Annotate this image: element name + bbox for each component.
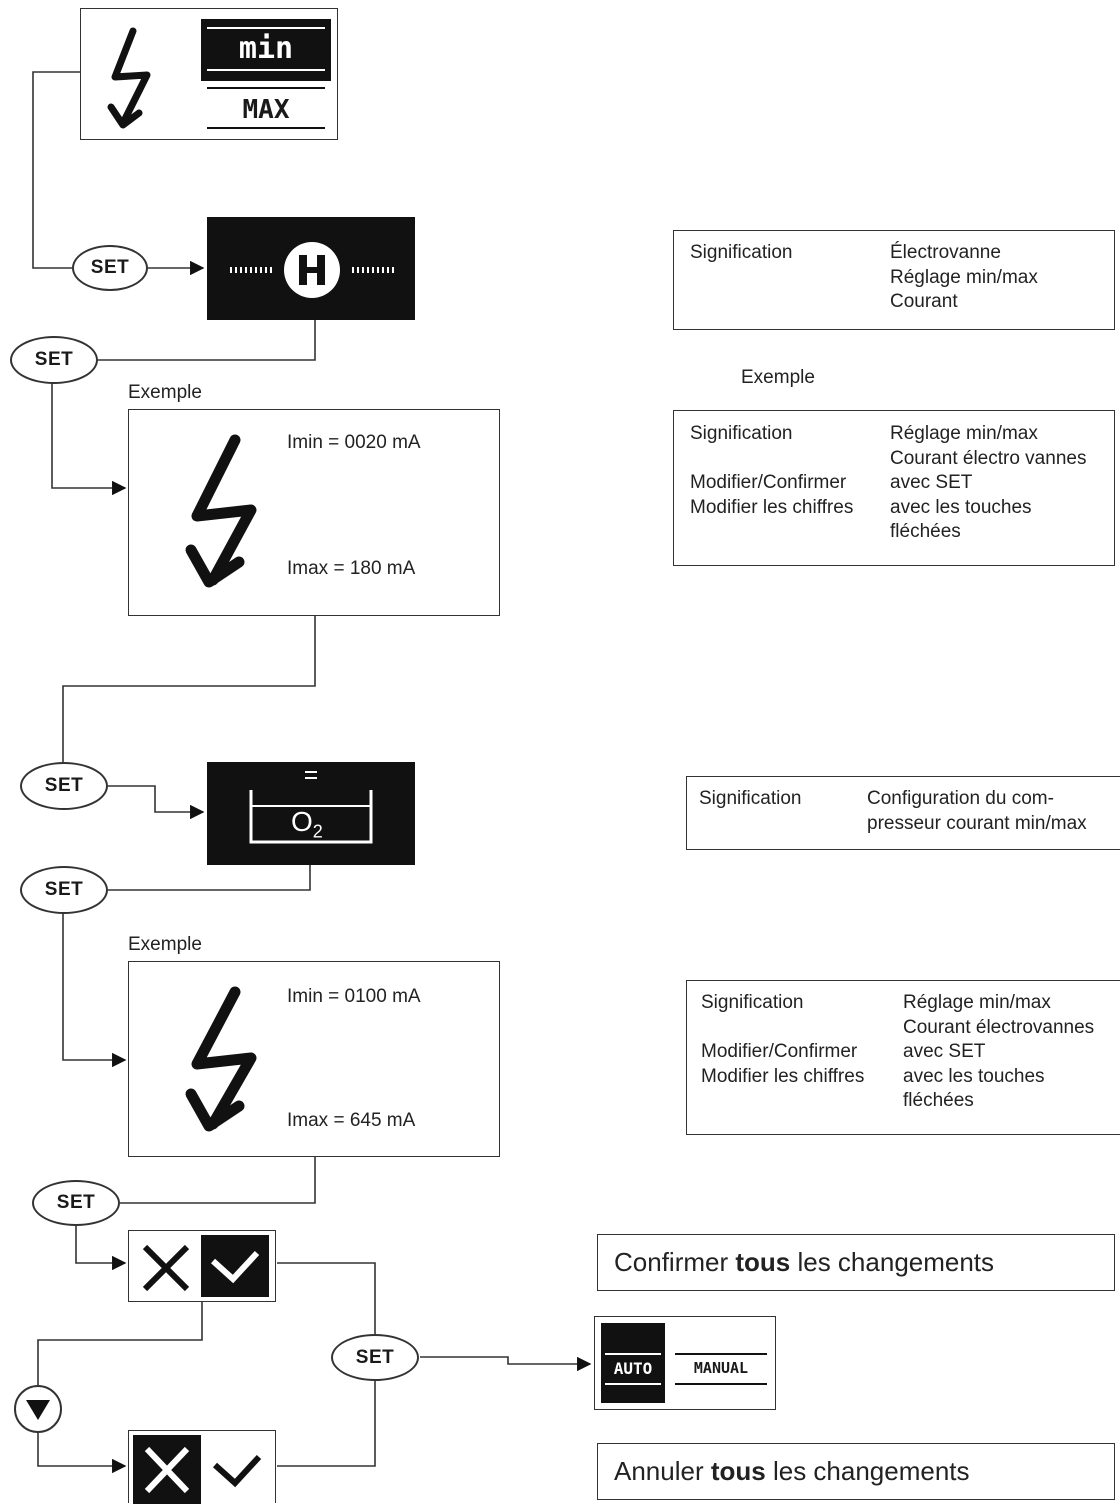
info-text: presseur courant min/max	[867, 812, 1087, 834]
check-icon[interactable]	[211, 1451, 263, 1489]
imax-value: Imax = 180 mA	[287, 558, 416, 579]
info-text: Courant électro vannes	[890, 447, 1087, 469]
set-button[interactable]: SET	[10, 336, 98, 384]
check-icon	[210, 1250, 260, 1284]
example-label: Exemple	[128, 382, 202, 403]
set-button[interactable]: SET	[331, 1334, 419, 1381]
cancel-x-button-selected[interactable]	[133, 1435, 201, 1504]
info-text: Réglage min/max	[903, 992, 1051, 1013]
connector-line	[108, 865, 311, 891]
info-box-example-2: Signification Modifier/Confirmer Modifie…	[686, 980, 1120, 1135]
info-label: Modifier/Confirmer	[701, 1041, 858, 1062]
confirm-text-post: les changements	[790, 1247, 995, 1277]
auto-manual-display: AUTO MANUAL	[594, 1316, 776, 1410]
current-lightning-icon	[185, 434, 257, 588]
cancel-text-pre: Annuler	[614, 1456, 711, 1486]
imin-value: Imin = 0020 mA	[287, 432, 421, 453]
info-text: avec les touches	[903, 1065, 1045, 1087]
cancel-selector	[128, 1430, 276, 1504]
confirm-text-bold: tous	[735, 1247, 791, 1277]
imax-value: Imax = 645 mA	[287, 1110, 416, 1131]
connector-line	[32, 71, 80, 269]
valve-display	[207, 217, 415, 320]
connector-line	[120, 1157, 316, 1204]
auto-label: AUTO	[613, 1359, 653, 1378]
minmax-display: min max	[80, 8, 338, 140]
info-text: Réglage min/max	[890, 266, 1038, 288]
info-text: avec SET	[890, 472, 973, 493]
connector-arrow	[51, 383, 127, 496]
connector-line	[37, 1302, 203, 1385]
example-display: Imin = 0020 mA Imax = 180 mA	[128, 409, 500, 616]
connector-arrow	[420, 1356, 592, 1372]
connector-arrow	[37, 1433, 127, 1474]
set-button[interactable]: SET	[20, 866, 108, 914]
set-button[interactable]: SET	[72, 245, 148, 291]
connector-arrow	[108, 785, 205, 820]
info-text: fléchées	[890, 521, 961, 542]
info-text: fléchées	[903, 1090, 974, 1111]
info-label: Signification	[690, 423, 793, 444]
info-text: Réglage min/max	[890, 423, 1038, 444]
cancel-x-icon	[144, 1446, 190, 1494]
connector-line	[277, 1381, 376, 1467]
info-box-example-1: Signification Modifier/Confirmer Modifie…	[673, 410, 1115, 566]
connector-line	[62, 616, 316, 762]
info-label: Modifier les chiffres	[701, 1065, 865, 1087]
current-lightning-icon	[107, 27, 151, 129]
connector-line	[277, 1262, 376, 1334]
oxygen-tank-icon	[249, 771, 373, 844]
example-label: Exemple	[741, 367, 815, 388]
info-text: Configuration du com-	[867, 788, 1054, 809]
cancel-text-post: les changements	[765, 1456, 970, 1486]
info-label: Signification	[699, 788, 802, 809]
imin-value: Imin = 0100 mA	[287, 986, 421, 1007]
cancel-all-changes-note: Annuler tous les changements	[597, 1443, 1115, 1500]
min-label: min	[238, 31, 294, 66]
set-button[interactable]: SET	[20, 762, 108, 810]
confirm-selector	[128, 1230, 276, 1302]
info-label: Modifier les chiffres	[690, 496, 854, 518]
o2-label: O2	[291, 806, 323, 842]
auto-mode-block: AUTO	[601, 1323, 665, 1403]
info-box-valve: Signification Électrovanne Réglage min/m…	[673, 230, 1115, 330]
info-label: Signification	[701, 992, 804, 1013]
info-text: avec les touches	[890, 496, 1032, 518]
confirm-all-changes-note: Confirmer tous les changements	[597, 1234, 1115, 1291]
confirm-text-pre: Confirmer	[614, 1247, 736, 1277]
solenoid-valve-icon	[230, 242, 394, 298]
arrow-down-key-icon[interactable]	[13, 1384, 63, 1434]
connector-arrow	[62, 913, 127, 1068]
cancel-text-bold: tous	[710, 1456, 766, 1486]
confirm-check-button-selected[interactable]	[201, 1235, 269, 1297]
info-text: Électrovanne	[890, 242, 1001, 263]
cancel-x-icon[interactable]	[139, 1243, 193, 1293]
connector-arrow	[75, 1226, 127, 1271]
info-text: Courant électrovannes	[903, 1016, 1095, 1038]
example-display: Imin = 0100 mA Imax = 645 mA	[128, 961, 500, 1157]
set-button[interactable]: SET	[32, 1180, 120, 1226]
max-label: max	[242, 95, 290, 125]
connector-line	[98, 320, 316, 361]
info-text: Courant	[890, 291, 958, 312]
example-label: Exemple	[128, 934, 202, 955]
current-lightning-icon	[185, 986, 257, 1132]
manual-label: MANUAL	[693, 1359, 749, 1377]
min-label-block: min	[201, 19, 331, 81]
info-text: avec SET	[903, 1041, 986, 1062]
compressor-display: O2	[207, 762, 415, 865]
info-label: Signification	[690, 242, 793, 263]
info-box-compressor: Signification Configuration du com- pres…	[686, 776, 1120, 850]
info-label: Modifier/Confirmer	[690, 472, 847, 493]
